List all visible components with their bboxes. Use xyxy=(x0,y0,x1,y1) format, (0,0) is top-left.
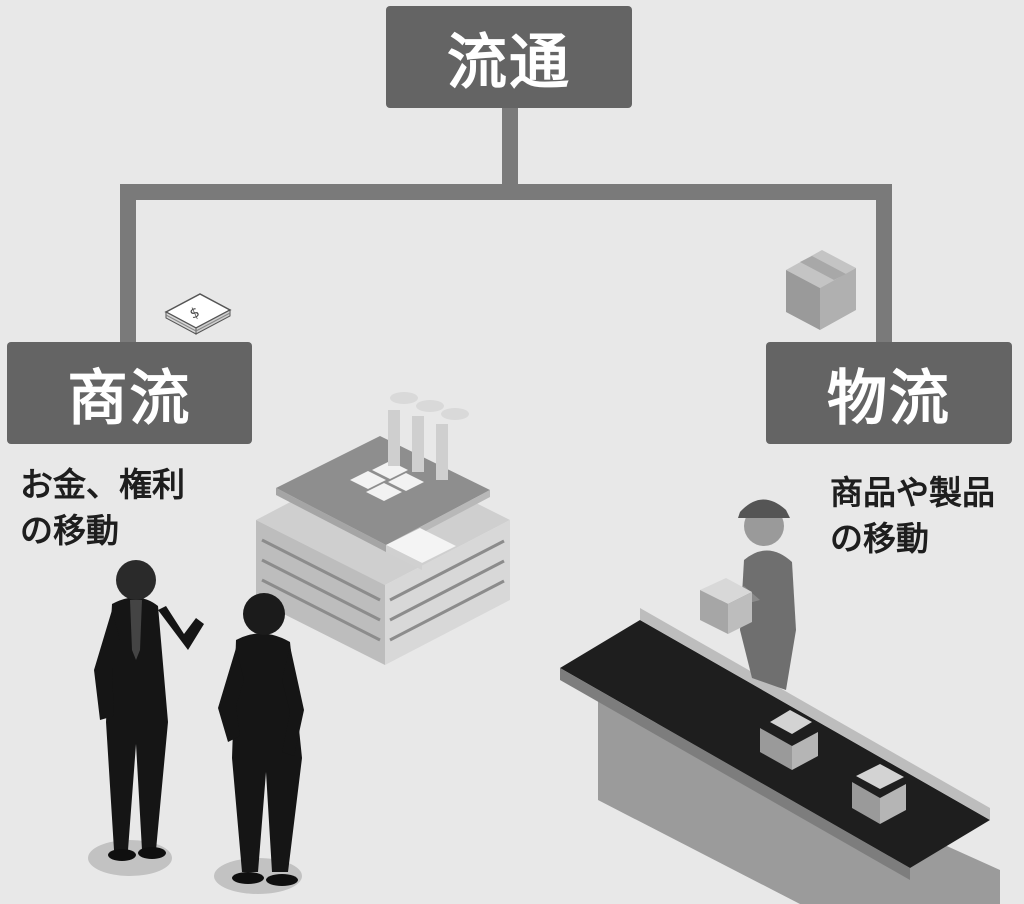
commercial-flow-label: 商流 xyxy=(67,363,192,434)
physical-distribution-label: 物流 xyxy=(827,363,951,434)
commercial-flow-caption-line1: お金、権利 xyxy=(20,465,185,504)
worker-illustration xyxy=(700,499,796,690)
conveyor-belt-illustration xyxy=(560,608,1000,904)
commercial-flow-caption: お金、権利 の移動 xyxy=(20,462,185,554)
cardboard-box-icon xyxy=(786,250,856,330)
physical-distribution-caption-line1: 商品や製品 xyxy=(830,473,995,512)
physical-distribution-caption-line2: の移動 xyxy=(830,519,929,558)
money-stack-icon: $ xyxy=(164,293,232,335)
factory-illustration xyxy=(256,392,510,665)
distribution-label: 流通 xyxy=(447,27,571,98)
physical-distribution-caption: 商品や製品 の移動 xyxy=(830,470,995,562)
commercial-flow-box: 商流 xyxy=(7,342,252,444)
tree-connectors xyxy=(120,106,892,346)
commercial-flow-caption-line2: の移動 xyxy=(20,511,119,550)
distribution-box: 流通 xyxy=(386,6,632,108)
physical-distribution-box: 物流 xyxy=(766,342,1012,444)
businessmen-illustration xyxy=(88,560,304,894)
